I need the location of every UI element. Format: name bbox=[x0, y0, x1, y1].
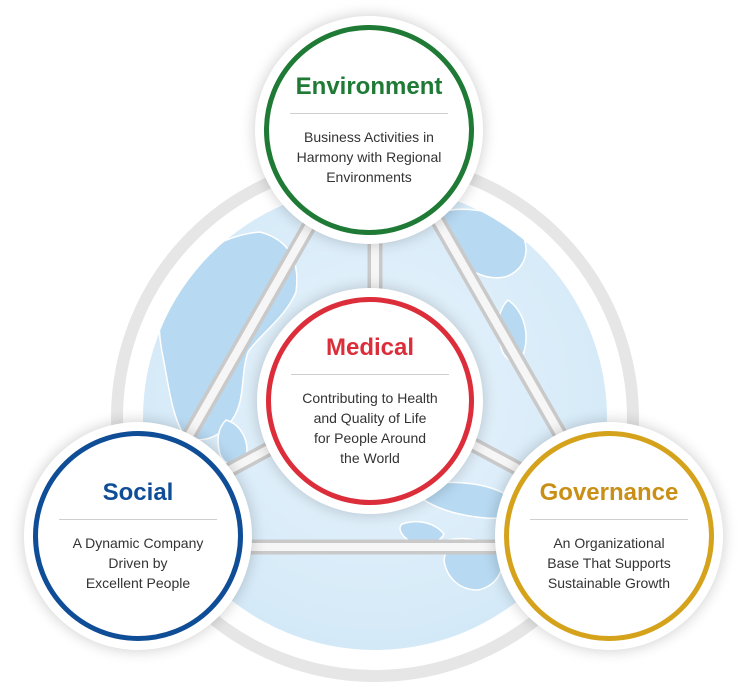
governance-description: An Organizational Base That Supports Sus… bbox=[547, 535, 671, 591]
environment-divider bbox=[290, 113, 448, 114]
social-description: A Dynamic Company Driven by Excellent Pe… bbox=[72, 535, 204, 591]
social-title: Social bbox=[102, 479, 174, 506]
governance-divider bbox=[530, 519, 688, 520]
environment-node: Environment Business Activities in Harmo… bbox=[264, 25, 474, 235]
medical-description: Contributing to Health and Quality of Li… bbox=[302, 390, 438, 466]
governance-node: Governance An Organizational Base That S… bbox=[504, 431, 714, 641]
medical-title: Medical bbox=[325, 334, 415, 361]
medical-divider bbox=[291, 374, 449, 375]
social-node: Social A Dynamic Company Driven by Excel… bbox=[33, 431, 243, 641]
governance-title: Governance bbox=[539, 479, 679, 506]
environment-description: Business Activities in Harmony with Regi… bbox=[296, 129, 442, 185]
medical-node: Medical Contributing to Health and Quali… bbox=[266, 297, 474, 505]
environment-title: Environment bbox=[295, 73, 443, 100]
social-divider bbox=[59, 519, 217, 520]
